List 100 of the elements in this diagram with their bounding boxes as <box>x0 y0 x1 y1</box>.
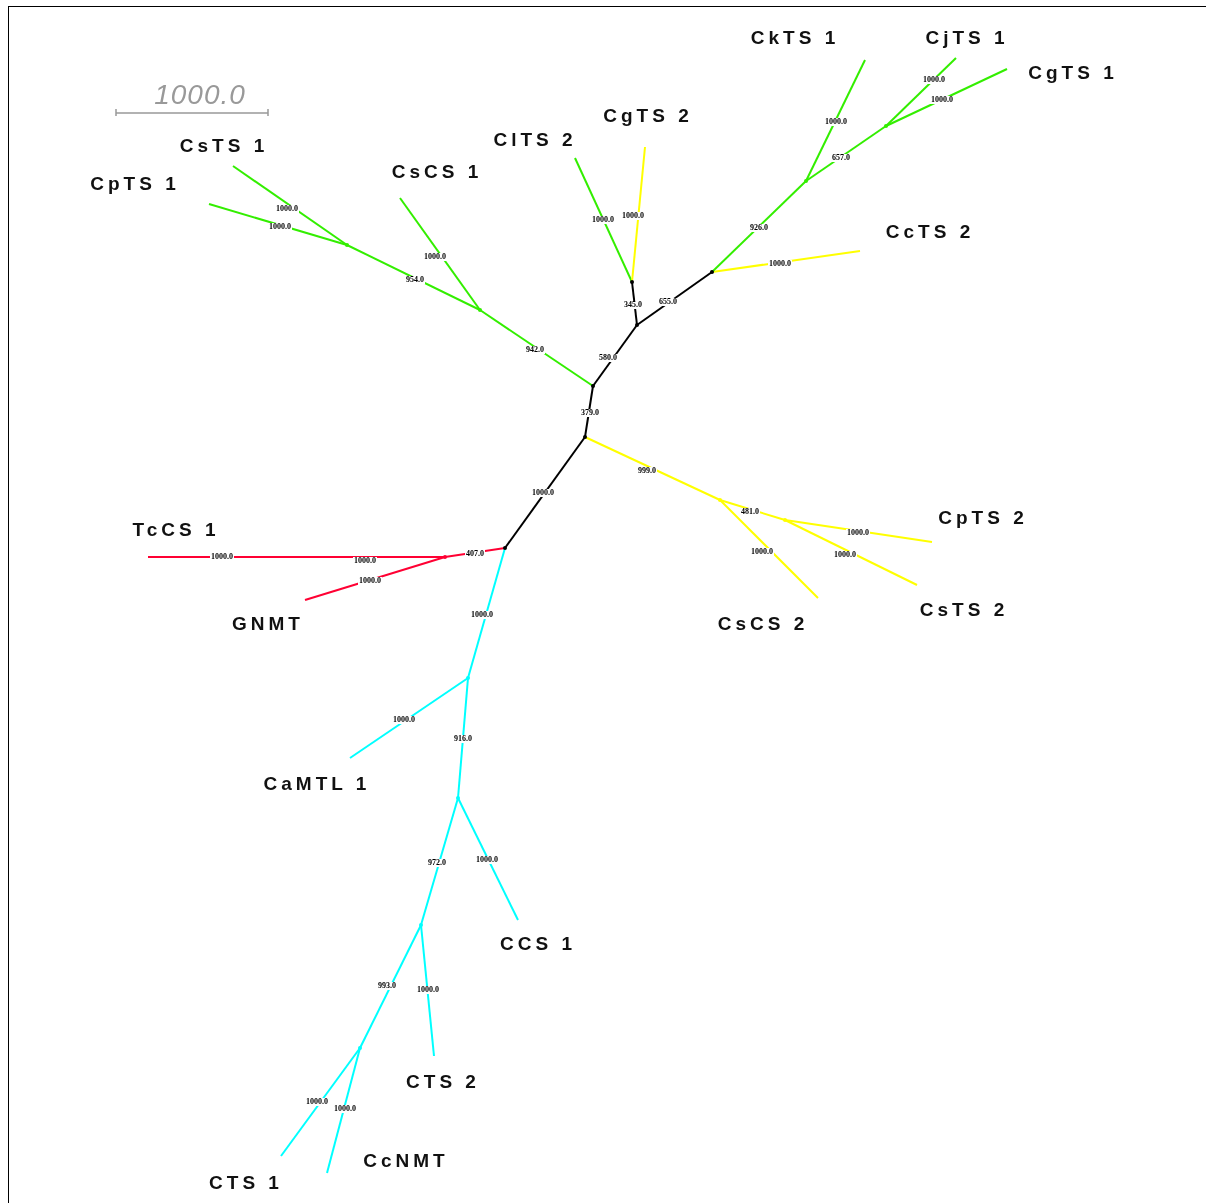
tree-branch <box>711 180 807 273</box>
taxon-label: CsCS 1 <box>391 161 483 181</box>
bootstrap-value: 657.0 <box>831 154 851 162</box>
bootstrap-value: 916.0 <box>453 735 473 743</box>
taxon-label: CcTS 2 <box>885 221 975 241</box>
tree-branch <box>631 146 646 283</box>
taxon-label: GNMT <box>232 613 304 633</box>
bootstrap-value: 655.0 <box>658 298 678 306</box>
taxon-label: CCS 1 <box>500 933 576 953</box>
tree-branch <box>349 677 469 759</box>
tree-branch <box>504 436 586 549</box>
bootstrap-value: 1000.0 <box>392 716 416 724</box>
tree-branch <box>479 309 594 387</box>
branch-point <box>583 435 587 439</box>
taxon-label: CpTS 2 <box>938 507 1028 527</box>
tree-branch <box>467 547 506 679</box>
tree-branch <box>457 677 469 799</box>
branch-point <box>443 555 447 559</box>
branch-point <box>591 384 595 388</box>
bootstrap-value: 1000.0 <box>621 212 645 220</box>
taxon-label: CcNMT <box>363 1150 449 1170</box>
tree-branch <box>805 59 866 182</box>
bootstrap-value: 1000.0 <box>531 489 555 497</box>
tree-branch <box>574 157 633 283</box>
bootstrap-value: 1000.0 <box>846 529 870 537</box>
tree-branch <box>208 203 348 246</box>
tree-branch <box>584 385 594 438</box>
branch-point <box>345 243 349 247</box>
tree-branch <box>304 556 446 601</box>
taxon-label: CpTS 1 <box>90 173 180 193</box>
bootstrap-value: 1000.0 <box>922 76 946 84</box>
tree-branch <box>592 324 638 387</box>
branch-point <box>466 676 470 680</box>
branch-point <box>419 923 423 927</box>
taxon-label: CgTS 2 <box>603 105 693 125</box>
branch-point <box>783 518 787 522</box>
bootstrap-value: 942.0 <box>525 346 545 354</box>
taxon-label: CTS 1 <box>209 1172 283 1192</box>
tree-branch <box>805 125 887 182</box>
taxon-label: CsTS 1 <box>179 135 269 155</box>
bootstrap-value: 972.0 <box>427 859 447 867</box>
bootstrap-value: 1000.0 <box>353 557 377 565</box>
bootstrap-value: 1000.0 <box>768 260 792 268</box>
branch-point <box>503 546 507 550</box>
tree-branch <box>719 499 786 521</box>
branch-point <box>630 280 634 284</box>
bootstrap-value: 407.0 <box>465 550 485 558</box>
tree-branch <box>784 519 933 543</box>
bootstrap-value: 1000.0 <box>475 856 499 864</box>
taxon-label: TcCS 1 <box>132 519 220 539</box>
bootstrap-value: 1000.0 <box>358 577 382 585</box>
tree-branch <box>784 519 918 586</box>
bootstrap-value: 1000.0 <box>416 986 440 994</box>
bootstrap-value: 481.0 <box>740 508 760 516</box>
bootstrap-value: 345.0 <box>623 301 643 309</box>
bootstrap-value: 1000.0 <box>591 216 615 224</box>
bootstrap-value: 1000.0 <box>333 1105 357 1113</box>
tree-branch <box>631 281 638 326</box>
branch-point <box>478 308 482 312</box>
taxon-label: CsCS 2 <box>717 613 809 633</box>
bootstrap-value: 1000.0 <box>423 253 447 261</box>
branch-point <box>710 270 714 274</box>
taxon-label: CgTS 1 <box>1028 62 1118 82</box>
tree-branch <box>232 165 348 246</box>
taxon-label: CTS 2 <box>406 1071 480 1091</box>
tree-branch <box>280 1047 361 1157</box>
tree-branch <box>346 244 481 311</box>
bootstrap-value: 1000.0 <box>275 205 299 213</box>
scale-label: 1000.0 <box>154 81 246 109</box>
bootstrap-value: 1000.0 <box>305 1098 329 1106</box>
tree-branch <box>719 499 819 599</box>
bootstrap-value: 999.0 <box>637 467 657 475</box>
tree-branch <box>885 68 1008 127</box>
bootstrap-value: 1000.0 <box>210 553 234 561</box>
tree-branch <box>326 1047 361 1174</box>
taxon-label: ClTS 2 <box>493 129 577 149</box>
branch-point <box>718 498 722 502</box>
bootstrap-value: 926.0 <box>749 224 769 232</box>
taxon-label: CsTS 2 <box>919 599 1009 619</box>
tree-branch <box>584 436 721 501</box>
taxon-label: CjTS 1 <box>925 27 1009 47</box>
tree-branch <box>885 57 957 127</box>
tree-branch <box>420 797 459 926</box>
branch-point <box>358 1046 362 1050</box>
taxon-label: CaMTL 1 <box>263 773 371 793</box>
tree-branch <box>420 924 435 1057</box>
bootstrap-value: 1000.0 <box>930 96 954 104</box>
bootstrap-value: 1000.0 <box>833 551 857 559</box>
tree-branch <box>359 924 422 1049</box>
tree-branch <box>147 556 446 558</box>
bootstrap-value: 1000.0 <box>470 611 494 619</box>
bootstrap-value: 1000.0 <box>824 118 848 126</box>
bootstrap-value: 379.0 <box>580 409 600 417</box>
branch-point <box>804 179 808 183</box>
bootstrap-value: 1000.0 <box>268 223 292 231</box>
branch-point <box>884 124 888 128</box>
branch-point <box>635 323 639 327</box>
tree-branch <box>636 271 713 326</box>
bootstrap-value: 993.0 <box>377 982 397 990</box>
tree-branch <box>399 197 481 311</box>
